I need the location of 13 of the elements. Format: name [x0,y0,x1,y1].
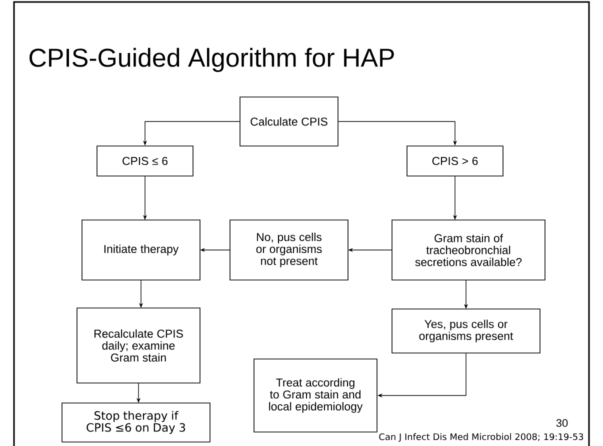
process-box: No, pus cells or organisms not present [230,220,348,280]
process-box: Gram stain of tracheobronchial secretions available? [392,220,546,280]
slide-title: CPIS-Guided Algorithm for HAP [30,48,394,72]
process-box: Treat according to Gram stain and local epidemiology [254,358,378,432]
process-box: Yes, pus cells or organisms present [392,308,540,354]
process-box: Recalculate CPIS daily; examine Gram stain [76,308,200,384]
process-box: Initiate therapy [82,220,200,280]
process-box: CPIS ≤ 6 [96,146,194,176]
process-box: CPIS > 6 [406,146,504,176]
process-box: Calculate CPIS [240,96,338,146]
process-box: Stop therapy if CPIS ≤6 on Day 3 [62,402,210,442]
slide-number: 30 [556,419,568,427]
citation: Can J Infect Dis Med Microbiol 2008; 19:19-53 [379,433,584,442]
